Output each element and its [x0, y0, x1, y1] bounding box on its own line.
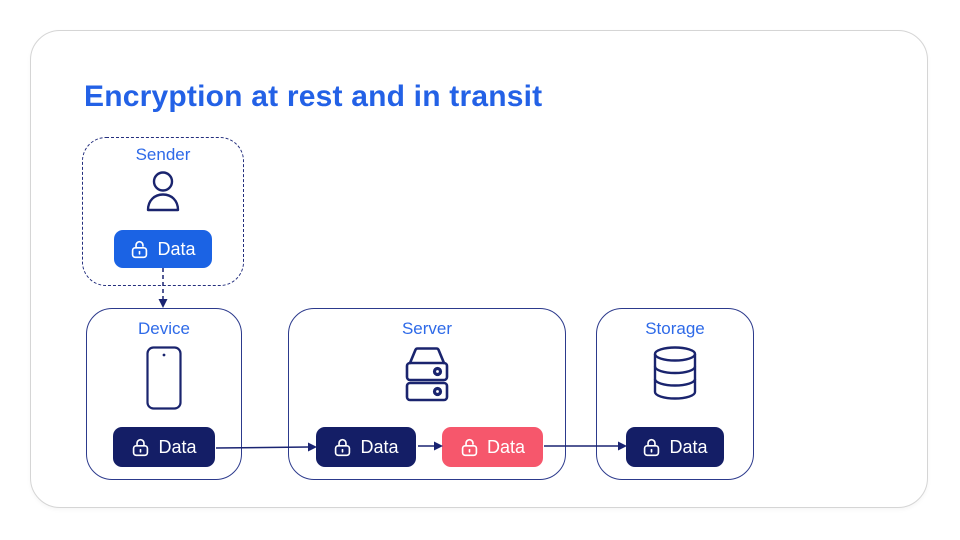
device-label: Device: [138, 319, 190, 338]
badge-label: Data: [669, 437, 708, 457]
lock-icon: [131, 437, 150, 458]
sender-data-badge: Data: [114, 230, 212, 268]
storage-label: Storage: [645, 319, 705, 338]
device-box: Device Data: [86, 308, 242, 480]
server-label: Server: [401, 319, 453, 338]
sender-box: Sender Data: [82, 137, 244, 286]
storage-data-badge: Data: [626, 427, 724, 467]
badge-label: Data: [486, 437, 526, 457]
server-icon: [399, 342, 455, 404]
phone-icon: [145, 345, 183, 411]
database-icon: [651, 345, 699, 401]
badge-label: Data: [158, 437, 197, 457]
unlock-icon: [130, 239, 149, 260]
page-title: Encryption at rest and in transit: [84, 80, 543, 113]
server-box: Server Data: [288, 308, 566, 480]
person-icon: [139, 168, 187, 218]
lock-icon: [642, 437, 661, 458]
lock-icon: [333, 437, 352, 458]
device-data-badge: Data: [113, 427, 215, 467]
badge-label: Data: [157, 239, 196, 259]
server-data-badge-transit: Data: [442, 427, 543, 467]
unlock-icon: [460, 437, 479, 458]
sender-label: Sender: [135, 145, 191, 164]
storage-box: Storage Data: [596, 308, 754, 480]
server-data-badge-rest: Data: [316, 427, 416, 467]
badge-label: Data: [360, 437, 399, 457]
